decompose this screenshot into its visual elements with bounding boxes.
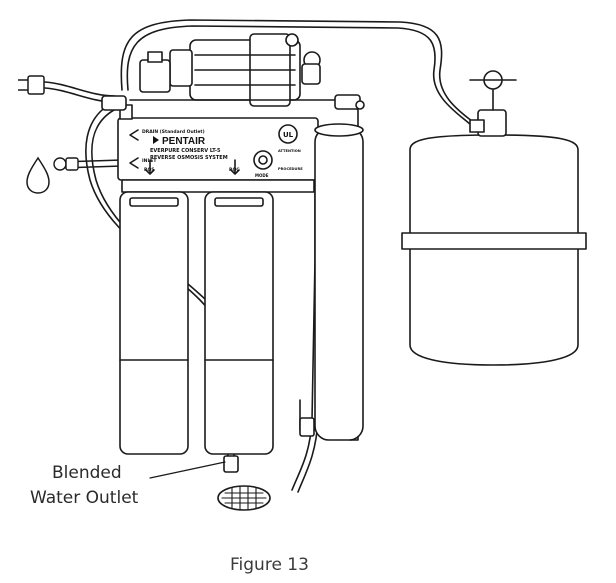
tank-supply-tube [120, 19, 479, 127]
ro-membrane-housing [299, 123, 364, 441]
ul-certification-icon [278, 124, 298, 144]
storage-tank [401, 70, 587, 366]
manifold-inlet-label: INLET [142, 158, 157, 164]
blended-outlet-fitting [223, 455, 239, 473]
gauge-label: MODE [255, 173, 269, 178]
manifold-model-line2: REVERSE OSMOSIS SYSTEM [150, 155, 228, 161]
drain-tube [291, 174, 316, 491]
info-b-label: PROCEDURE [278, 167, 303, 171]
filter-cartridge-1 [119, 191, 189, 455]
water-drop-icon [26, 156, 50, 194]
water-valve-fitting [53, 157, 79, 171]
info-a-label: ATTENTION [278, 149, 301, 153]
booster-pump [139, 33, 321, 107]
callout-leader [149, 461, 226, 479]
filter-cartridge-2 [204, 191, 274, 455]
ul-mark-text: UL [283, 131, 294, 139]
stage-a-label: ROS [144, 167, 155, 173]
figure-caption: Figure 13 [230, 555, 309, 575]
pentair-logo-mark [153, 136, 159, 144]
drain-grate [217, 485, 271, 511]
tank-supply-tube-inner [126, 25, 473, 127]
power-plug-icon [18, 75, 45, 95]
mounting-bracket [129, 99, 359, 441]
callout-line2: Water Outlet [30, 488, 139, 508]
manifold-drain-label: DRAIN (Standard Outlet) [142, 129, 205, 135]
manifold-model-line1: EVERPURE CONSERV LT-5 [150, 148, 221, 154]
filter-head-manifold [101, 95, 319, 193]
manifold-brand: PENTAIR [162, 136, 206, 147]
stage-b-label: ROC [229, 167, 240, 173]
callout-line1: Blended [52, 463, 122, 483]
